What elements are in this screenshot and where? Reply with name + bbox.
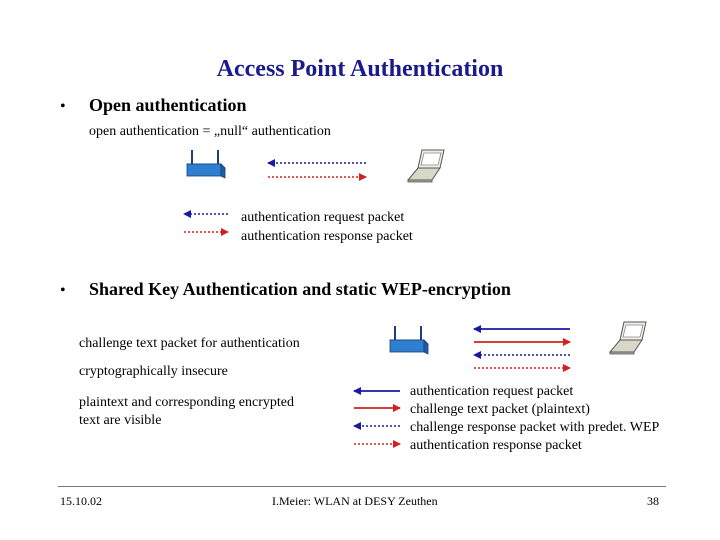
- bullet-marker: •: [60, 98, 66, 115]
- laptop-icon: [406, 149, 445, 183]
- footer-page-number: 38: [647, 494, 659, 508]
- footer-author: I.Meier: WLAN at DESY Zeuthen: [272, 494, 438, 508]
- access-point-icon: [186, 150, 226, 179]
- legend2-label-challenge-response: challenge response packet with predet. W…: [410, 420, 660, 435]
- open-auth-subtext: open authentication = „null“ authenticat…: [89, 124, 331, 139]
- access-point-icon: [389, 326, 429, 355]
- bullet-marker: •: [60, 282, 66, 299]
- note-plaintext-line1: plaintext and corresponding encrypted: [79, 395, 294, 410]
- footer-date: 15.10.02: [60, 494, 102, 508]
- note-challenge-text: challenge text packet for authentication: [79, 336, 300, 351]
- laptop-icon: [608, 321, 647, 355]
- bullet-shared-key: Shared Key Authentication and static WEP…: [89, 279, 511, 299]
- legend2-label-challenge: challenge text packet (plaintext): [410, 402, 590, 417]
- legend1-label-response: authentication response packet: [241, 229, 413, 244]
- legend2-label-response: authentication response packet: [410, 438, 582, 453]
- footer-divider: [58, 486, 666, 487]
- legend1-label-request: authentication request packet: [241, 210, 405, 225]
- slide-title: Access Point Authentication: [216, 56, 504, 82]
- note-plaintext-line2: text are visible: [79, 413, 162, 428]
- bullet-open-authentication: Open authentication: [89, 95, 247, 115]
- note-insecure: cryptographically insecure: [79, 364, 228, 379]
- legend2-label-request: authentication request packet: [410, 384, 574, 399]
